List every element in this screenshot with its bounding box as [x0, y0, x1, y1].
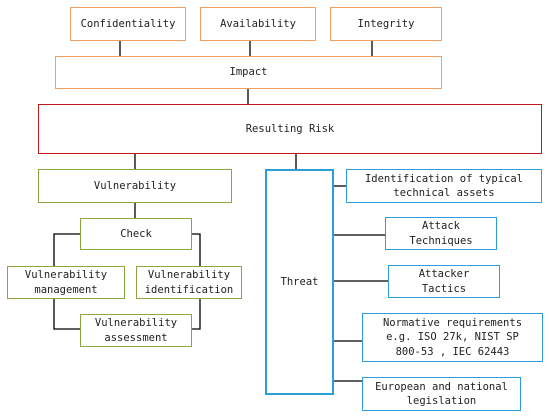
connector-identification-assessment: [192, 298, 201, 330]
vulnerability-management-box: Vulnerability management: [7, 266, 125, 299]
impact-box: Impact: [55, 56, 442, 89]
availability-box: Availability: [200, 7, 316, 41]
check-box: Check: [80, 218, 192, 250]
identification-assets-box: Identification of typical technical asse…: [346, 169, 542, 203]
resulting-risk-box: Resulting Risk: [38, 104, 542, 154]
confidentiality-box: Confidentiality: [70, 7, 186, 41]
connector-management-assessment: [53, 298, 80, 330]
vulnerability-identification-box: Vulnerability identification: [136, 266, 242, 299]
attack-techniques-box: Attack Techniques: [385, 217, 497, 250]
connector-check-identification: [192, 233, 201, 266]
threat-box: Threat: [265, 169, 334, 395]
integrity-box: Integrity: [330, 7, 442, 41]
attacker-tactics-box: Attacker Tactics: [388, 265, 500, 298]
connector-check-management: [53, 233, 80, 266]
vulnerability-assessment-box: Vulnerability assessment: [80, 314, 192, 347]
normative-requirements-box: Normative requirements e.g. ISO 27k, NIS…: [362, 313, 543, 362]
legislation-box: European and national legislation: [362, 377, 521, 411]
vulnerability-box: Vulnerability: [38, 169, 232, 203]
